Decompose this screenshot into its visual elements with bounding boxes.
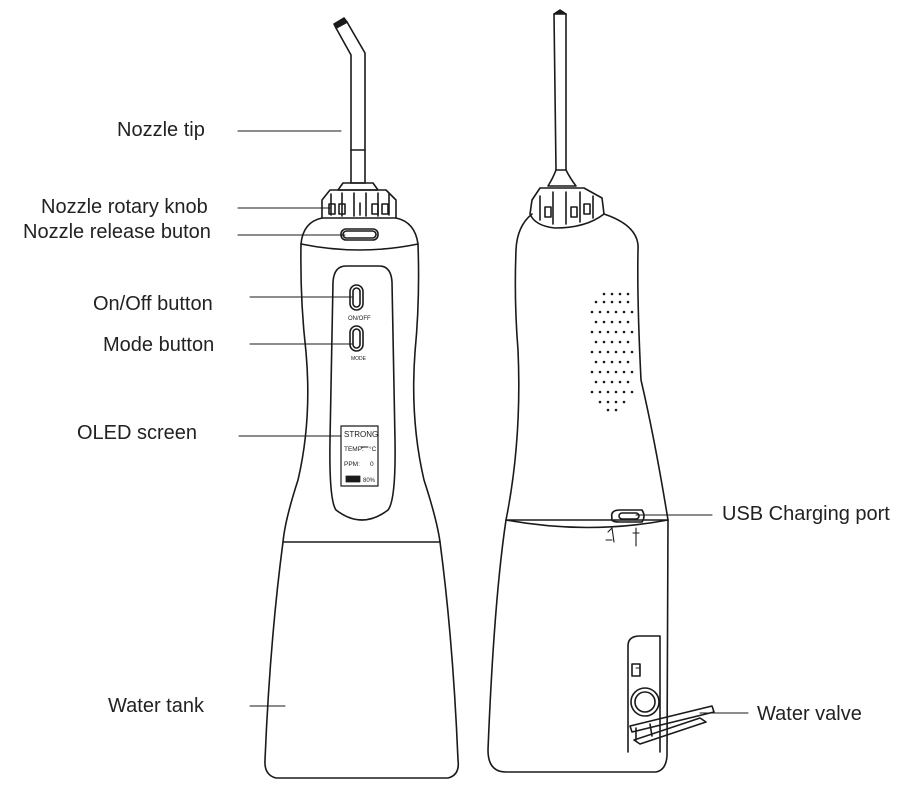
oled-mode-text: STRONG — [344, 430, 378, 439]
back-body — [505, 213, 669, 547]
speaker-grille — [590, 292, 634, 412]
front-water-tank — [264, 541, 460, 779]
back-water-tank — [487, 519, 669, 773]
front-nozzle-rotary-knob — [321, 182, 397, 219]
label-nozzle-tip: Nozzle tip — [117, 119, 205, 141]
device-printed-text: ON/OFF MODE STRONG TEMP: °C PPM: 0 80% — [344, 316, 378, 484]
oled-temp-label: TEMP: — [344, 446, 364, 453]
label-oled-screen: OLED screen — [77, 422, 198, 444]
back-nozzle-rotary-knob — [529, 187, 605, 229]
label-on-off-button: On/Off button — [93, 293, 213, 315]
label-usb-charging-port: USB Charging port — [722, 503, 890, 525]
back-view-device — [487, 9, 715, 773]
leader-lines — [237, 130, 749, 714]
oled-ppm-label: PPM: — [344, 461, 360, 468]
mode-print: MODE — [351, 356, 367, 362]
label-nozzle-release-button: Nozzle release buton — [23, 221, 211, 243]
back-nozzle-tip — [547, 9, 577, 187]
oled-temp-unit: °C — [369, 445, 377, 453]
on-off-print: ON/OFF — [348, 316, 371, 322]
oled-battery-text: 80% — [363, 478, 376, 484]
label-mode-button: Mode button — [103, 334, 215, 356]
front-view-device — [264, 17, 460, 779]
label-nozzle-rotary-knob: Nozzle rotary knob — [41, 196, 208, 218]
front-nozzle-tip — [333, 17, 366, 184]
label-water-valve: Water valve — [757, 703, 862, 725]
oled-ppm-value: 0 — [370, 461, 374, 468]
water-valve — [627, 635, 715, 753]
front-body — [282, 217, 441, 543]
usb-port — [605, 509, 645, 547]
label-water-tank: Water tank — [108, 695, 204, 717]
